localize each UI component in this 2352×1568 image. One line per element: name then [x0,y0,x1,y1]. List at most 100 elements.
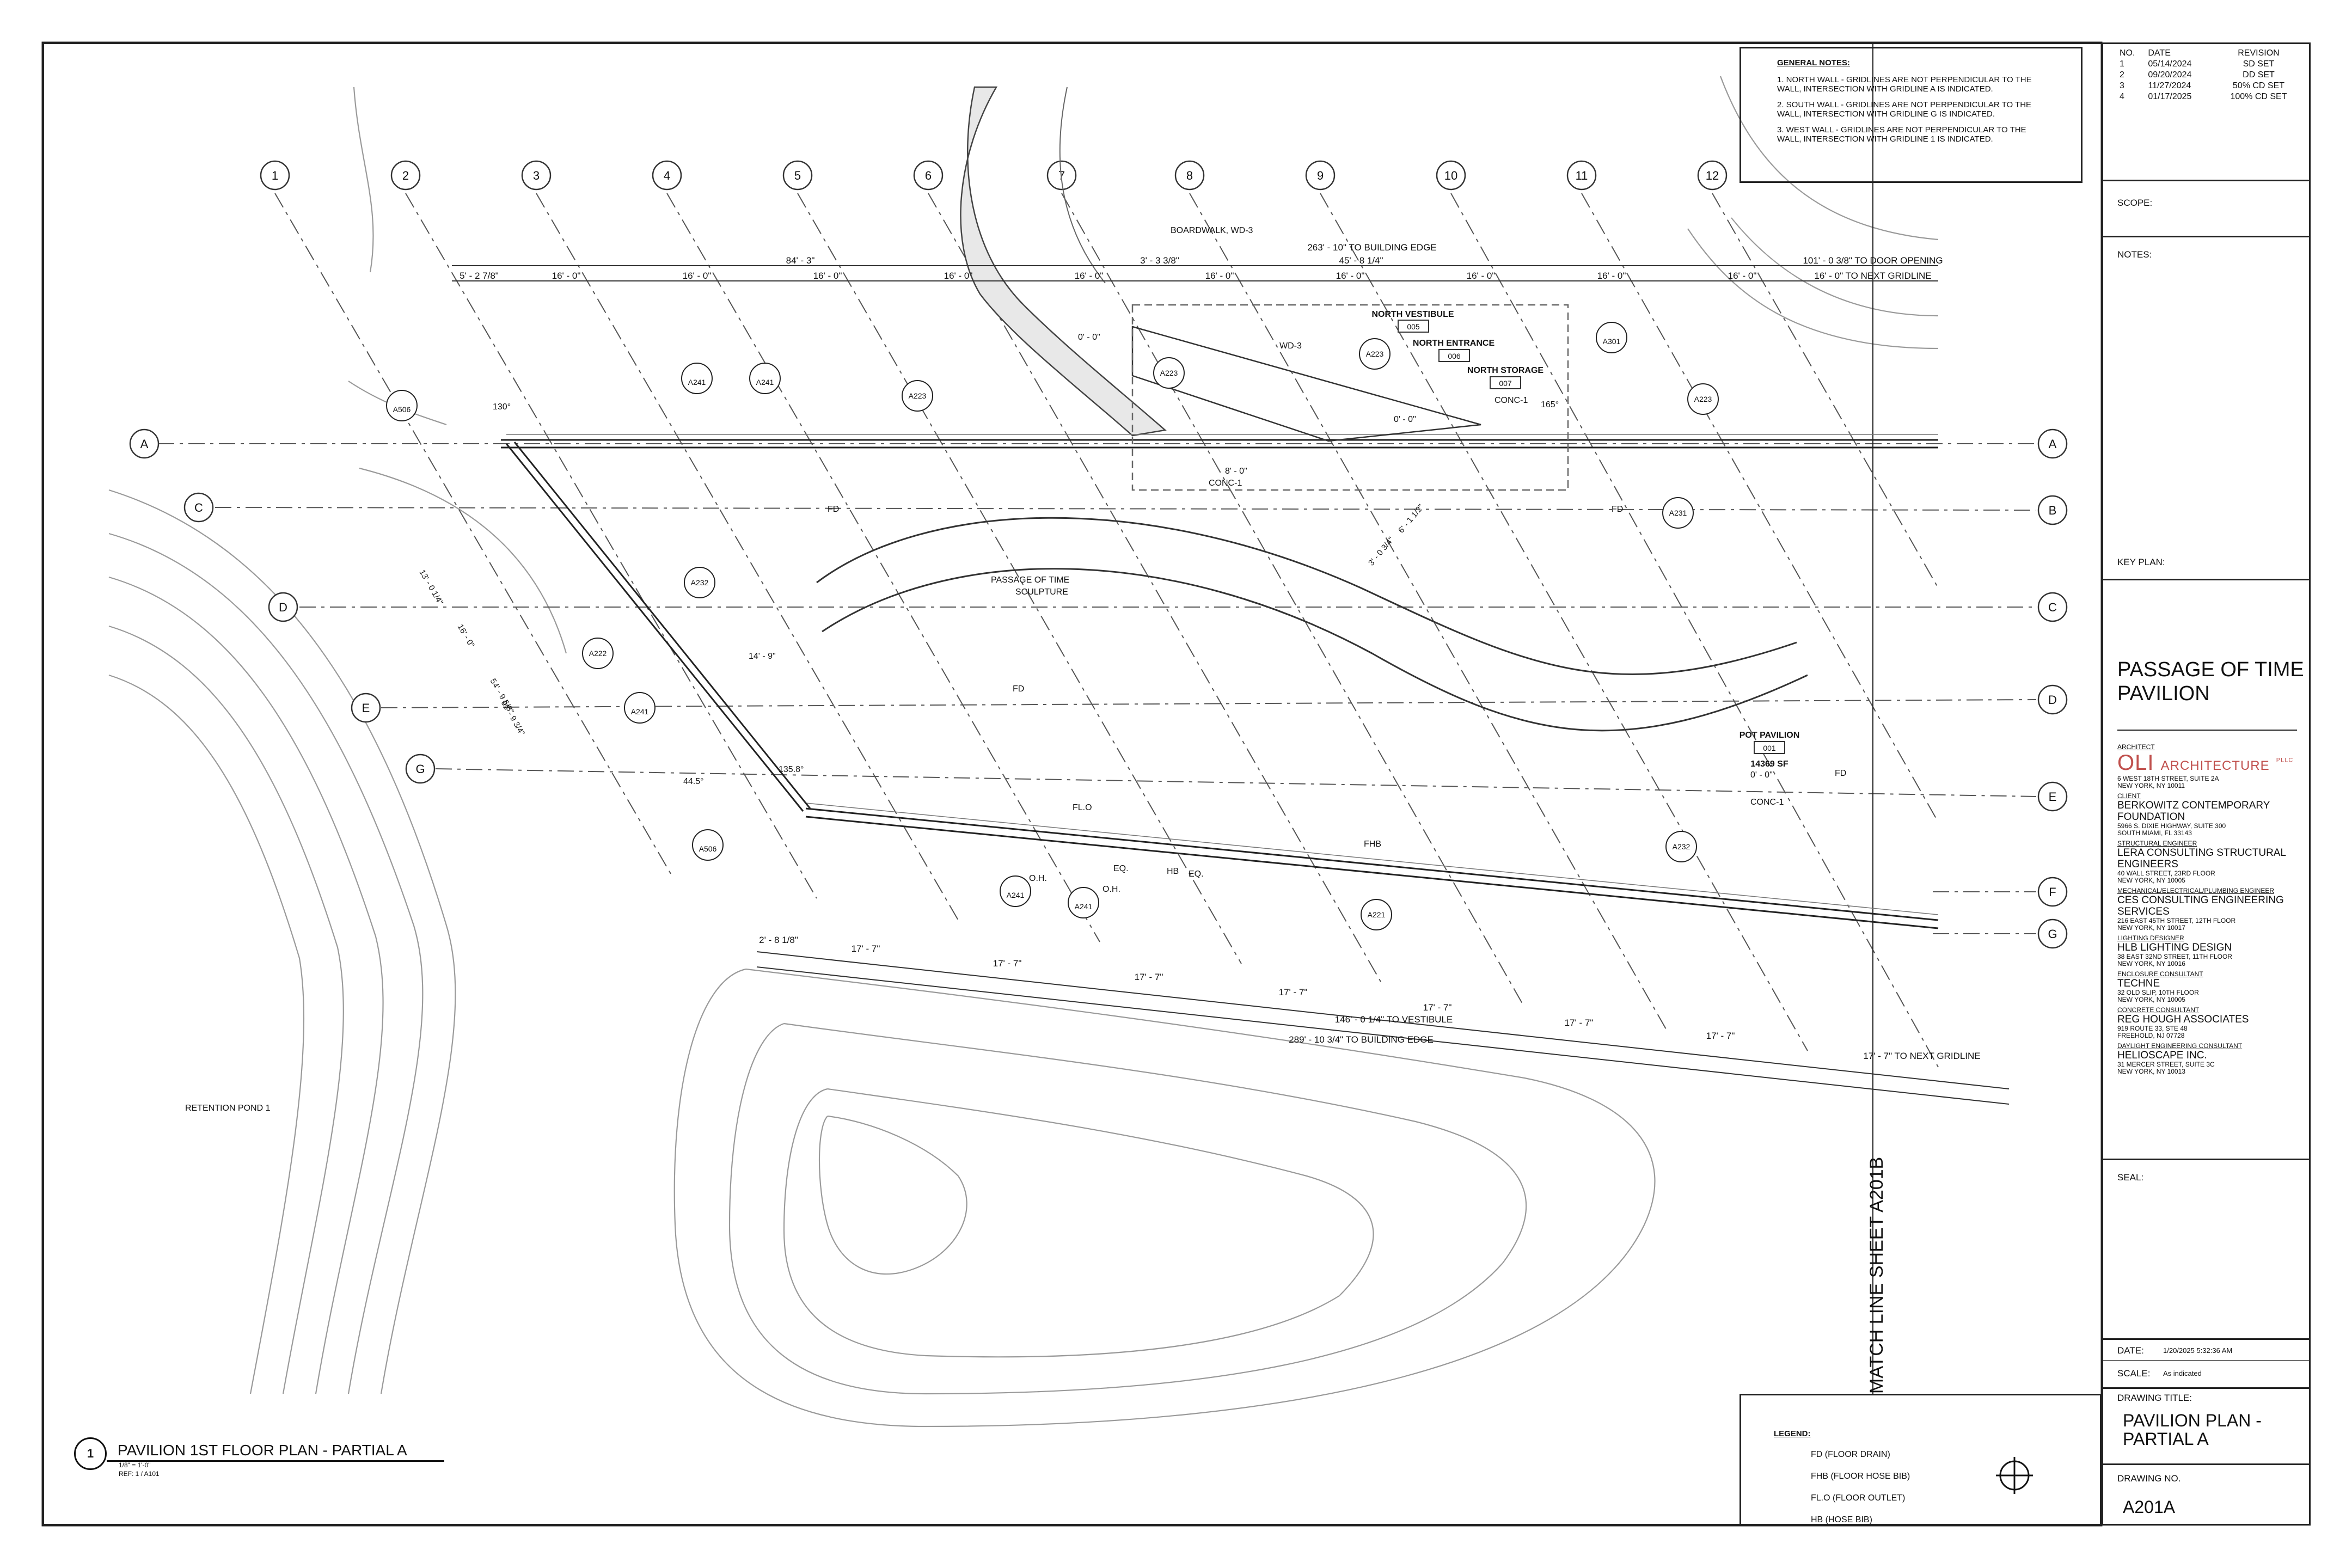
match-line-label: MATCH LINE SHEET A201B [1866,1157,1887,1394]
angle-165: 165° [1541,400,1559,409]
dim-146: 146' - 0 1/4" TO VESTIBULE [1335,1014,1453,1025]
dim-top-2: 16' - 0" [683,271,712,281]
tag-a232-1: A232 [691,578,709,587]
rev-desc: SD SET [2243,59,2275,69]
divider [2103,1463,2311,1465]
legend-item-hb: HB (HOSE BIB) [1811,1515,1872,1524]
rev-date: 01/17/2025 [2148,92,2192,101]
consultant-address: NEW YORK, NY 10013 [2117,1068,2185,1075]
consultant-address: 5966 S. DIXIE HIGHWAY, SUITE 300 [2117,822,2226,830]
drawing-title-line-2: PARTIAL A [2123,1429,2209,1449]
dim-45: 45' - 8 1/4" [1339,255,1383,266]
rev-header-revision: REVISION [2238,48,2280,58]
grid-label-12: 12 [1706,169,1719,182]
dim-top-4: 16' - 0" [944,271,973,281]
detail-tags [386,322,1719,930]
drawing-number: A201A [2123,1497,2176,1517]
tag-a222: A222 [589,649,607,658]
legend-item-fd: FD (FLOOR DRAIN) [1811,1450,1890,1459]
boardwalk [960,86,1167,437]
architect-logo: OLI ARCHITECTURE PLLC [2117,751,2308,775]
consultant-name: HLB LIGHTING DESIGN [2117,942,2232,953]
divider [2103,579,2311,580]
fhb-label: FHB [1364,840,1381,849]
dim-bottom-0: 17' - 7" [852,944,880,954]
rev-desc: 100% CD SET [2230,92,2287,101]
revision-table: NO. DATE REVISION 1 05/14/2024 SD SET 2 … [2117,48,2302,102]
table-row: 1 05/14/2024 SD SET [2117,59,2302,70]
view-scale: 1/8" = 1'-0" [119,1461,151,1469]
consultant-name: CES CONSULTING ENGINEERING SERVICES [2117,895,2284,917]
dim-top-3: 16' - 0" [813,271,842,281]
view-ref: REF: 1 / A101 [119,1470,160,1478]
grid-label-c-right: C [2048,601,2057,614]
rev-date: 11/27/2024 [2148,81,2191,90]
grid-label-10: 10 [1444,169,1457,182]
dim-16-0: 16' - 0" [456,623,476,650]
zero-elev-pavilion: 0' - 0" [1750,770,1773,780]
consultant-address: SOUTH MIAMI, FL 33143 [2117,829,2192,837]
grid-bubbles-right [2037,428,2068,949]
consultant-role: DAYLIGHT ENGINEERING CONSULTANT [2117,1042,2243,1050]
pot-pavilion-label: POT PAVILION [1739,731,1800,740]
general-notes-box: GENERAL NOTES: 1. NORTH WALL - GRIDLINES… [1739,47,2082,183]
title-block: NO. DATE REVISION 1 05/14/2024 SD SET 2 … [2102,42,2311,1526]
grid-label-3: 3 [533,169,540,182]
angle-44: 44.5° [683,777,704,786]
flo-label: FL.O [1073,803,1092,812]
dim-bottom-6: 17' - 7" [1706,1031,1735,1041]
date-label: DATE: [2117,1345,2144,1356]
gridlines-lettered [158,44,2037,1394]
dim-2-8: 2' - 8 1/8" [759,935,798,945]
grid-label-6: 6 [925,169,932,182]
north-storage-label: NORTH STORAGE [1467,366,1543,375]
consultant-address: NEW YORK, NY 10005 [2117,996,2185,1003]
tag-a241-5: A241 [1075,902,1093,911]
retention-pond-label: RETENTION POND 1 [185,1104,271,1113]
general-notes-heading: GENERAL NOTES: [1777,58,1850,68]
top-dimension-lines [452,265,1938,281]
legend-item-flo: FL.O (FLOOR OUTLET) [1811,1493,1906,1503]
dim-bottom-5: 17' - 7" [1565,1018,1594,1028]
view-title-underline [107,1460,444,1462]
grid-label-e-right: E [2049,790,2057,804]
tag-a232-2: A232 [1673,842,1690,851]
grid-label-2: 2 [402,169,409,182]
tag-a221: A221 [1368,910,1386,919]
fd-label-4: FD [1835,769,1846,778]
dim-top-6: 3' - 3 3/8" [1140,255,1179,266]
dim-bottom-1: 17' - 7" [993,958,1022,969]
consultant-address: 32 OLD SLIP, 10TH FLOOR [2117,989,2199,996]
oh-label-2: O.H. [1102,885,1120,894]
drawing-title-label: DRAWING TITLE: [2117,1393,2192,1403]
rev-date: 09/20/2024 [2148,70,2192,79]
table-row: 3 11/27/2024 50% CD SET [2117,81,2302,91]
notes-label: NOTES: [2117,249,2152,260]
grid-label-g-left: G [415,762,425,776]
west-wall [505,442,811,812]
consultant-role: CLIENT [2117,792,2141,800]
rev-desc: DD SET [2243,70,2275,79]
dim-top-5: 16' - 0" [1075,271,1104,281]
divider [2103,1338,2311,1340]
zero-elev-storage: 0' - 0" [1394,415,1416,424]
legend-box: LEGEND: FD (FLOOR DRAIN) FHB (FLOOR HOSE… [1739,1394,2102,1526]
consultant-address: 40 WALL STREET, 23RD FLOOR [2117,869,2215,877]
north-entrance-number: 006 [1448,352,1461,360]
grid-label-e-left: E [362,701,370,715]
tag-a241-1: A241 [688,378,706,387]
consultant-name: REG HOUGH ASSOCIATES [2117,1014,2249,1025]
dim-top-9: 16' - 0" [1467,271,1496,281]
wd3-label: WD-3 [1279,341,1302,351]
architect-role: ARCHITECT [2117,743,2155,751]
grid-label-11: 11 [1576,169,1588,182]
view-title-text: PAVILION 1ST FLOOR PLAN - PARTIAL A [118,1442,407,1459]
view-number: 1 [74,1437,107,1470]
grid-label-f-right: F [2049,885,2056,899]
rev-desc: 50% CD SET [2232,81,2285,90]
consultant-name: TECHNE [2117,978,2160,989]
dim-top-10: 16' - 0" [1597,271,1626,281]
south-wall [805,803,1939,929]
conc1-north: CONC-1 [1494,396,1528,405]
dim-84: 84' - 3" [786,255,815,266]
